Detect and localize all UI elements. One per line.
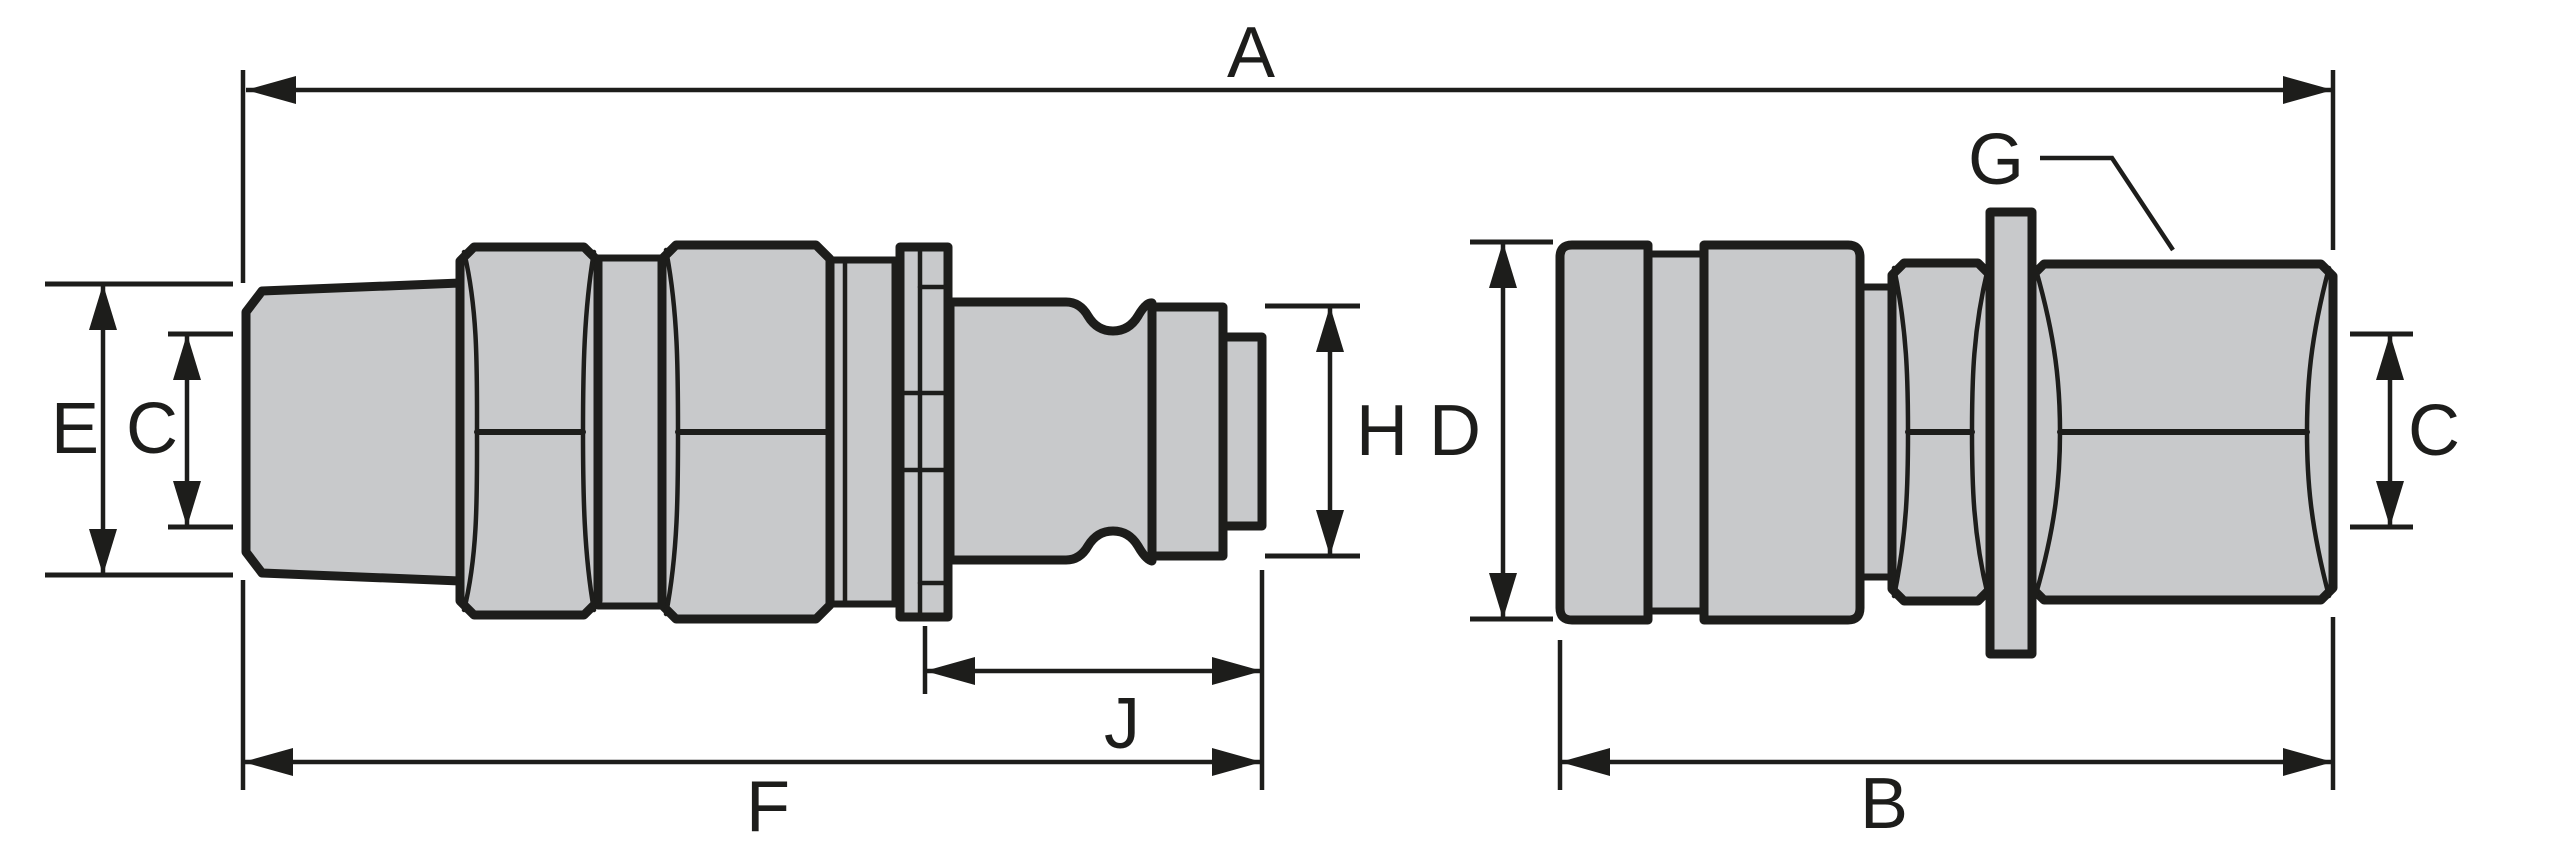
dim-j: J	[922, 626, 1262, 764]
dim-c-right: C	[2350, 331, 2460, 530]
plug-nose	[241, 278, 465, 586]
dim-e-arrowhead-bottom	[89, 529, 117, 575]
dim-label-c-right: C	[2408, 391, 2460, 471]
dim-h-arrowhead-top	[1316, 306, 1344, 352]
dim-c-right-arrowhead-bottom	[2376, 481, 2404, 527]
dim-f: F	[240, 570, 1265, 847]
dim-e: E	[45, 281, 233, 578]
dim-label-d: D	[1429, 391, 1481, 471]
plug-collar-front	[594, 254, 666, 610]
dim-c-left: C	[126, 331, 233, 530]
dim-label-h: H	[1356, 391, 1408, 471]
dim-d-arrowhead-bottom	[1489, 573, 1517, 619]
dim-label-j: J	[1104, 684, 1140, 764]
dim-j-arrowhead-left	[925, 657, 975, 685]
dim-a-arrowhead-left	[246, 76, 296, 104]
plug-lock-ring	[895, 242, 953, 622]
dim-label-e: E	[51, 389, 99, 469]
socket-stub	[1856, 283, 1896, 581]
dim-label-a: A	[1227, 13, 1275, 93]
dim-e-arrowhead-top	[89, 284, 117, 330]
dim-b: B	[1557, 617, 2336, 844]
plug-stem	[945, 297, 1157, 566]
dim-a-arrowhead-right	[2283, 76, 2333, 104]
dim-d: D	[1429, 239, 1553, 622]
dim-label-g: G	[1968, 120, 2024, 200]
dim-label-c-left: C	[126, 389, 178, 469]
socket-sleeve-band	[1644, 250, 1708, 615]
dim-d-arrowhead-top	[1489, 242, 1517, 288]
plug-collar-rear	[826, 256, 899, 608]
dim-h: H	[1265, 303, 1408, 559]
dim-a: A	[240, 13, 2336, 283]
dim-f-arrowhead-right	[1212, 748, 1262, 776]
dim-label-b: B	[1860, 764, 1908, 844]
callout-g: G	[1968, 120, 2175, 252]
dim-c-left-arrowhead-top	[173, 334, 201, 380]
dim-c-right-arrowhead-top	[2376, 334, 2404, 380]
socket-sleeve-front	[1555, 240, 1653, 625]
dim-b-arrowhead-left	[1560, 748, 1610, 776]
male-plug-drawing	[241, 240, 1267, 624]
plug-stem-band	[1147, 302, 1228, 561]
female-socket-drawing	[1555, 207, 2338, 659]
dim-h-arrowhead-bottom	[1316, 510, 1344, 556]
socket-sleeve-rear	[1699, 240, 1865, 625]
dim-f-arrowhead-left	[243, 748, 293, 776]
dim-b-arrowhead-right	[2283, 748, 2333, 776]
dim-c-left-arrowhead-bottom	[173, 481, 201, 527]
dim-j-arrowhead-right	[1212, 657, 1262, 685]
callout-g-leader-line	[2040, 155, 2175, 252]
plug-end-cap	[1218, 332, 1267, 531]
dim-label-f: F	[746, 767, 790, 847]
socket-panel-disc	[1985, 207, 2037, 659]
